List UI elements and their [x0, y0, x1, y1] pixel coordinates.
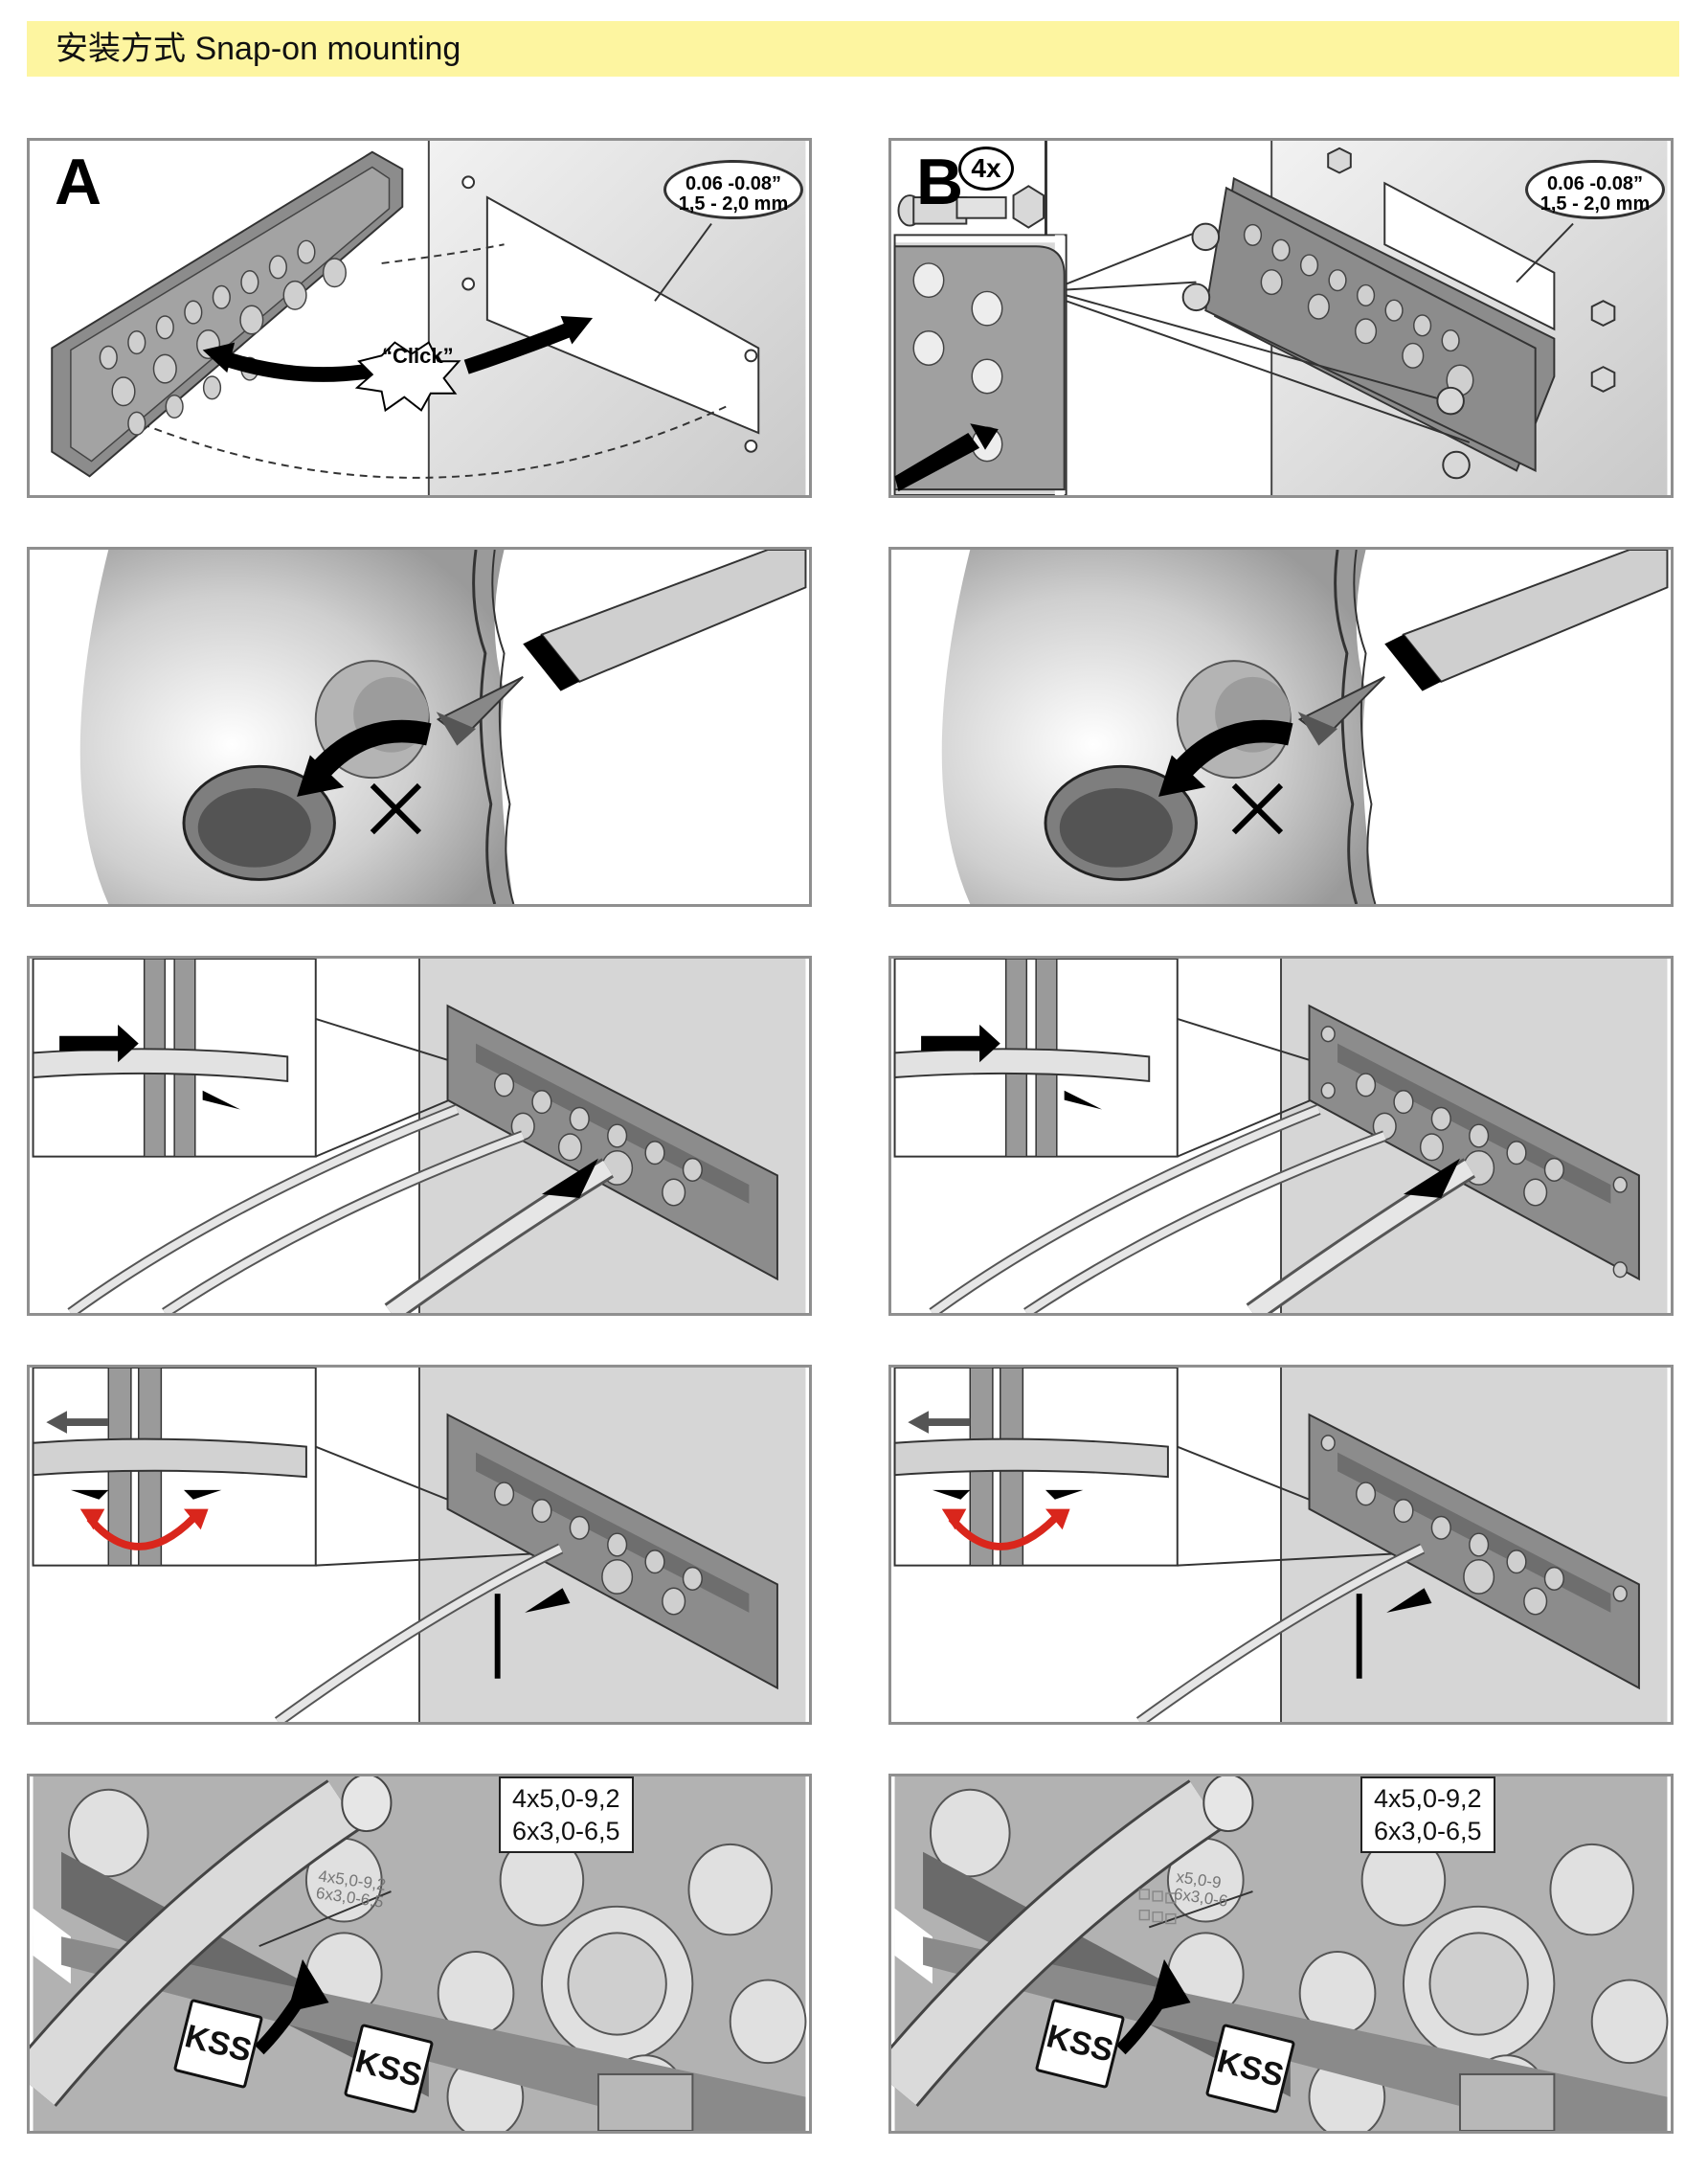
thickness-inch: 0.06 -0.08”: [1546, 173, 1644, 194]
panel-a-remove-cable: [27, 1365, 812, 1725]
remove-cable-illustration: [32, 1368, 806, 1722]
spec-line-1: 4x5,0-9,2: [512, 1784, 620, 1813]
spec-line-2: 6x3,0-6,5: [512, 1817, 620, 1845]
click-label: “Click”: [382, 344, 454, 368]
spec-callout: 4x5,0-9,2 6x3,0-6,5: [1360, 1776, 1495, 1853]
thickness-inch: 0.06 -0.08”: [685, 173, 782, 194]
remove-cable-illustration: [893, 1368, 1668, 1722]
pierce-membrane-illustration: [941, 550, 1669, 904]
insert-cables-illustration: [32, 959, 806, 1313]
panel-b-labeling: 4x5,0-9,2 6x3,0-6,5 x5,0-9 6x3,0-6 KSS K…: [888, 1774, 1674, 2134]
thickness-callout: 0.06 -0.08” 1,5 - 2,0 mm: [663, 160, 803, 219]
panel-a-snap-on: A “Click” 0.06 -0.08” 1,5 - 2,0 mm: [27, 138, 812, 498]
panel-a-labeling: 4x5,0-9,2 6x3,0-6,5 4x5,0-9,2 6x3,0-6,5 …: [27, 1774, 812, 2134]
panel-b-pierce-membrane: [888, 547, 1674, 907]
pierce-membrane-illustration: [79, 550, 807, 904]
panel-b-screw-mounting: B 4x 0.06 -0.08” 1,5 - 2,0 mm: [888, 138, 1674, 498]
thickness-mm: 1,5 - 2,0 mm: [1539, 193, 1651, 215]
insert-cables-illustration: [893, 959, 1668, 1313]
step-letter-a: A: [55, 146, 102, 218]
labeling-illustration: [30, 1776, 807, 2131]
panel-a-insert-cables: [27, 956, 812, 1316]
screw-mounting-illustration: [893, 141, 1668, 495]
step-letter-b: B: [916, 146, 964, 218]
page-title: 安装方式 Snap-on mounting: [56, 31, 461, 67]
panel-b-remove-cable: [888, 1365, 1674, 1725]
title-bar: 安装方式 Snap-on mounting: [27, 21, 1679, 77]
thickness-callout: 0.06 -0.08” 1,5 - 2,0 mm: [1525, 160, 1665, 219]
quantity-badge: 4x: [958, 147, 1014, 191]
panel-b-insert-cables: [888, 956, 1674, 1316]
printed-size-label: x5,0-9 6x3,0-6: [1173, 1867, 1231, 1911]
spec-line-2: 6x3,0-6,5: [1374, 1817, 1482, 1845]
panel-a-pierce-membrane: [27, 547, 812, 907]
spec-callout: 4x5,0-9,2 6x3,0-6,5: [499, 1776, 634, 1853]
thickness-mm: 1,5 - 2,0 mm: [678, 193, 789, 215]
spec-line-1: 4x5,0-9,2: [1374, 1784, 1482, 1813]
